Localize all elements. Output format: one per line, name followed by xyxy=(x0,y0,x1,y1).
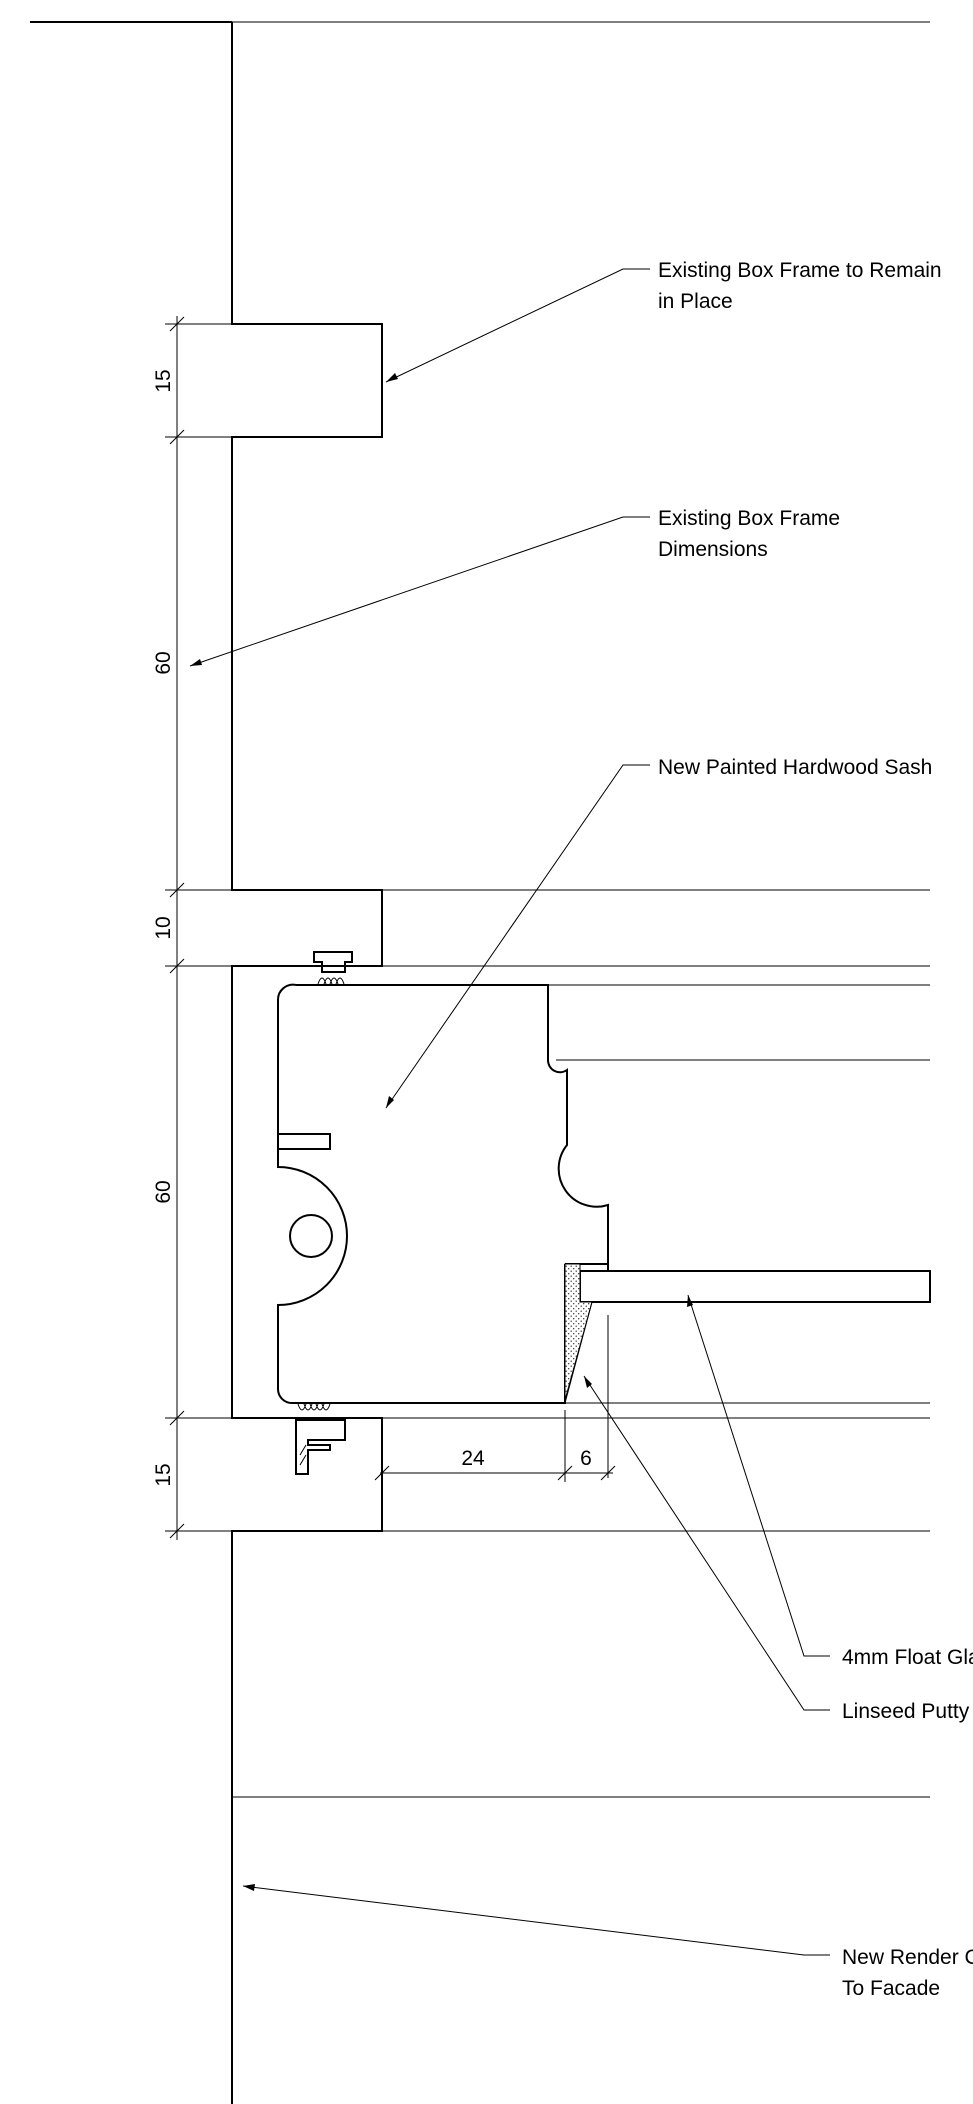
reference-lines xyxy=(232,889,930,1798)
leader-arrowheads xyxy=(190,373,693,1891)
putty-bevel xyxy=(564,1301,593,1404)
label-linseed-putty: Linseed Putty xyxy=(842,1700,970,1723)
dim-6: 6 xyxy=(580,1447,592,1470)
bottom-brush-seal xyxy=(295,1403,346,1475)
box-frame-profile xyxy=(231,22,383,2104)
horizontal-dimension-line xyxy=(374,1410,616,1482)
dim-10: 10 xyxy=(152,916,175,939)
vertical-dimension-line xyxy=(165,316,232,1540)
label-float-glass: 4mm Float Gla xyxy=(842,1646,973,1669)
linseed-putty-fill xyxy=(564,1263,593,1401)
dim-60-lower: 60 xyxy=(152,1180,175,1203)
top-brush-seal xyxy=(313,951,353,985)
sash-cord-groove xyxy=(289,1214,333,1258)
leader-lines xyxy=(189,268,830,1956)
float-glass-pane xyxy=(579,1270,931,1303)
label-hardwood-sash: New Painted Hardwood Sash xyxy=(658,756,932,779)
hardwood-sash-profile xyxy=(276,983,609,1404)
dim-15-bottom: 15 xyxy=(152,1463,175,1486)
parting-bead-slot xyxy=(277,1133,331,1150)
dim-24: 24 xyxy=(461,1447,485,1470)
dim-15-top: 15 xyxy=(152,369,175,392)
dim-60-upper: 60 xyxy=(152,651,175,674)
